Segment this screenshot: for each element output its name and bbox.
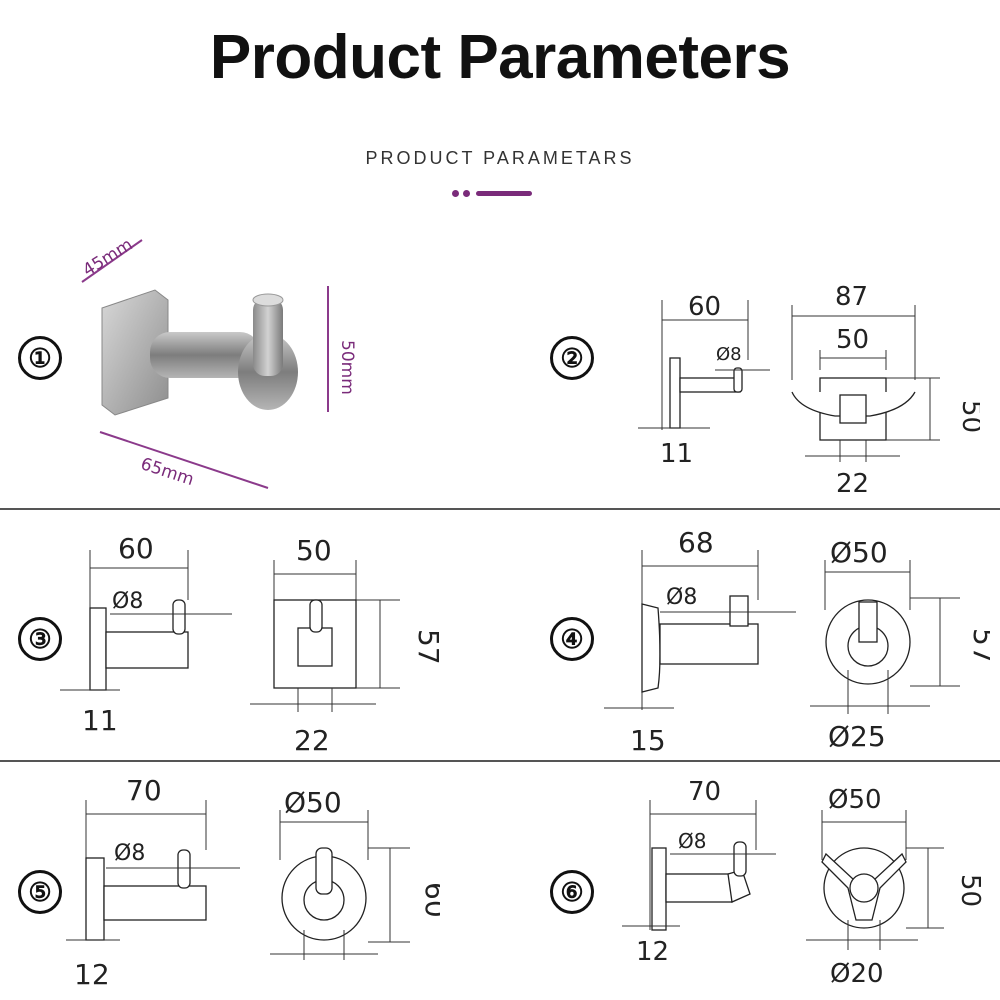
accent-bar (476, 191, 532, 196)
side-arm (679, 377, 741, 393)
drawing-6: 70 Ø8 12 Ø50 50 Ø20 (622, 777, 985, 989)
front-stem (839, 394, 867, 424)
section-divider (0, 760, 1000, 762)
dim-plate-h-50: 50 (956, 400, 980, 433)
dim-label-45mm: 45mm (79, 235, 136, 281)
side-pin (172, 599, 186, 635)
dim-inner-d25: Ø25 (828, 720, 886, 753)
side-pin (733, 367, 743, 393)
dim-pin-d8: Ø8 (716, 344, 742, 365)
front-pin (315, 847, 333, 895)
accent-dot (463, 190, 470, 197)
dim-pin-d8: Ø8 (666, 585, 697, 610)
dim-pin-d8: Ø8 (112, 589, 143, 614)
dim-span-87: 87 (835, 282, 868, 312)
dim-depth-60: 60 (118, 532, 154, 565)
dim-height-50: 50 (955, 874, 985, 907)
dim-plate-h-57: 57 (412, 629, 440, 665)
dim-depth-68: 68 (678, 526, 714, 559)
accent-dot (452, 190, 459, 197)
dim-line-65 (99, 431, 269, 489)
dim-outer-d50: Ø50 (284, 786, 342, 819)
side-arm (665, 873, 733, 903)
dim-depth-70: 70 (688, 777, 721, 807)
side-base (651, 847, 667, 931)
front-pin (309, 599, 323, 633)
product-photo-1: 45mm 50mm 65mm (79, 235, 357, 490)
panel-number-1: ① (18, 336, 62, 380)
panel-number-2: ② (550, 336, 594, 380)
front-pin (858, 601, 878, 643)
dim-plate-50: 50 (296, 534, 332, 567)
dim-base-12: 12 (74, 958, 110, 991)
dim-label-65mm: 65mm (138, 454, 196, 490)
dim-plate-50: 50 (836, 325, 869, 355)
side-arm (103, 885, 207, 921)
side-arm (105, 631, 189, 669)
dim-outer-d50: Ø50 (830, 536, 888, 569)
dim-base-11: 11 (82, 704, 118, 737)
side-arm (659, 623, 759, 665)
side-pin (733, 841, 747, 877)
panel-number-5: ⑤ (18, 870, 62, 914)
dim-depth-60: 60 (688, 292, 721, 322)
side-base (89, 607, 107, 691)
dim-height-57: 57 (967, 628, 990, 664)
dim-pin-d8: Ø8 (114, 841, 145, 866)
front-hub (849, 873, 879, 903)
hook-base-plate (101, 289, 169, 416)
side-pin (729, 595, 749, 627)
drawing-3: 60 Ø8 11 50 57 22 (60, 532, 440, 757)
panel-number-3: ③ (18, 617, 62, 661)
drawing-4: 68 Ø8 15 Ø50 57 Ø25 (604, 526, 990, 757)
panel-number-6: ⑥ (550, 870, 594, 914)
section-divider (0, 508, 1000, 510)
dim-inner-d20: Ø20 (830, 959, 884, 989)
hook-arm (150, 332, 260, 378)
dim-base-11: 11 (660, 439, 693, 469)
dim-outer-d50: Ø50 (828, 785, 882, 815)
dim-depth-70: 70 (126, 774, 162, 807)
dim-height-60: 60 (419, 882, 440, 918)
hook-pin (253, 298, 283, 376)
drawing-2: 60 Ø8 11 87 50 50 22 (638, 282, 980, 499)
dim-stem-22: 22 (294, 724, 330, 757)
dim-base-15: 15 (630, 724, 666, 757)
dim-line-45 (81, 239, 143, 283)
dim-stem-22: 22 (836, 469, 869, 499)
page-subtitle: PRODUCT PARAMETARS (365, 148, 635, 168)
drawing-5: 70 Ø8 12 Ø50 60 (66, 774, 440, 991)
panel-number-4: ④ (550, 617, 594, 661)
side-base (641, 603, 661, 693)
hook-pin-top (252, 293, 284, 307)
accent-dots (452, 188, 552, 198)
side-pin (177, 849, 191, 889)
dim-base-12: 12 (636, 937, 669, 967)
dim-pin-d8: Ø8 (678, 829, 706, 853)
dim-label-50mm: 50mm (337, 340, 357, 395)
page-title: Product Parameters (209, 23, 791, 92)
front-arm (297, 627, 333, 667)
side-base (669, 357, 681, 429)
side-base (85, 857, 105, 941)
